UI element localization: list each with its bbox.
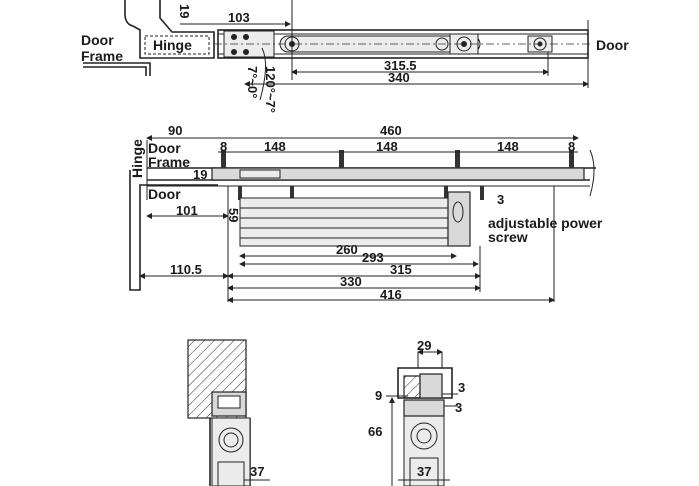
dim-148-c: 148 — [497, 139, 519, 154]
dim-110-5: 110.5 — [170, 262, 202, 277]
dim-148-b: 148 — [376, 139, 398, 154]
door-frame-label-2: Frame — [148, 154, 190, 170]
dim-37: 37 — [250, 464, 264, 479]
door-frame-profile — [129, 170, 218, 291]
screw-hole — [243, 49, 249, 55]
dim-66: 66 — [368, 424, 382, 439]
closer-body — [239, 197, 451, 247]
mounting-rail — [211, 167, 585, 181]
screw — [290, 186, 294, 200]
door-frame-label-1: Door — [81, 32, 114, 48]
closer-end-cap — [447, 191, 471, 247]
screw-hole — [231, 49, 237, 55]
screw-hole — [231, 34, 237, 40]
door-label: Door — [148, 186, 181, 202]
dim-19: 19 — [193, 167, 207, 182]
body-lower — [409, 457, 439, 486]
top-view: Door Frame Hinge Door 103 19 315.5 340 1… — [81, 0, 629, 113]
angle-arc — [259, 47, 266, 101]
dim-59: 59 — [226, 208, 241, 222]
dim-148-a: 148 — [264, 139, 286, 154]
dim-37: 37 — [417, 464, 431, 479]
adjustable-label-1: adjustable power — [488, 215, 603, 231]
screw — [238, 186, 242, 200]
dim-19-rotated: 19 — [177, 4, 192, 18]
screw — [339, 150, 344, 168]
dim-90: 90 — [168, 123, 182, 138]
adjust-screw — [452, 201, 464, 223]
frame-hatched — [403, 375, 421, 399]
door-frame-outline — [83, 62, 151, 76]
slider-center — [461, 41, 467, 47]
dim-460: 460 — [380, 123, 402, 138]
screw — [480, 186, 484, 200]
door-frame-label-2: Frame — [81, 48, 123, 64]
rail-section — [419, 373, 443, 399]
adjustable-label-2: screw — [488, 229, 528, 245]
dim-315: 315 — [390, 262, 412, 277]
screw — [569, 150, 574, 168]
rail-clip — [239, 169, 281, 179]
section-right: 29 3 9 3 66 37 — [368, 338, 465, 486]
gear-outline — [410, 422, 438, 450]
dim-315-5: 315.5 — [384, 58, 417, 73]
dim-330: 330 — [340, 274, 362, 289]
hinge-box — [144, 35, 210, 55]
dim-9: 9 — [375, 388, 382, 403]
dim-260: 260 — [336, 242, 358, 257]
section-left: 37 — [187, 339, 270, 486]
dim-416: 416 — [380, 287, 402, 302]
arm-hole — [435, 37, 449, 51]
door-label: Door — [596, 37, 629, 53]
body-lower — [217, 461, 245, 486]
dim-8-left: 8 — [220, 139, 227, 154]
screw — [444, 186, 448, 200]
hinge-arm-outline — [124, 0, 215, 59]
screw — [455, 150, 460, 168]
door-frame-label-1: Door — [148, 140, 181, 156]
body-top — [403, 399, 445, 417]
dim-3-top: 3 — [458, 380, 465, 395]
angle-7-0: 7°~0° — [245, 66, 260, 98]
break-line — [589, 149, 595, 197]
dim-3-mid: 3 — [455, 400, 462, 415]
door-frame-inner — [83, 66, 147, 76]
screw-hole — [243, 34, 249, 40]
hinge-label: Hinge — [153, 37, 192, 53]
gear-outline — [218, 427, 244, 453]
front-view: Hinge Door Frame Door adjustable power s… — [129, 123, 603, 303]
dim-3: 3 — [497, 192, 504, 207]
dim-8-right: 8 — [568, 139, 575, 154]
dim-101: 101 — [176, 203, 198, 218]
gear-hub — [416, 428, 432, 444]
dim-29: 29 — [417, 338, 431, 353]
dim-103: 103 — [228, 10, 250, 25]
gear-hub — [223, 432, 239, 448]
angle-120-7: 120°~7° — [263, 66, 278, 113]
screw — [221, 150, 226, 168]
rail-channel — [217, 395, 241, 409]
hinge-label-vertical: Hinge — [129, 139, 145, 178]
dim-340: 340 — [388, 70, 410, 85]
dim-293: 293 — [362, 250, 384, 265]
frame-section — [397, 367, 453, 399]
screw-set — [221, 150, 574, 200]
